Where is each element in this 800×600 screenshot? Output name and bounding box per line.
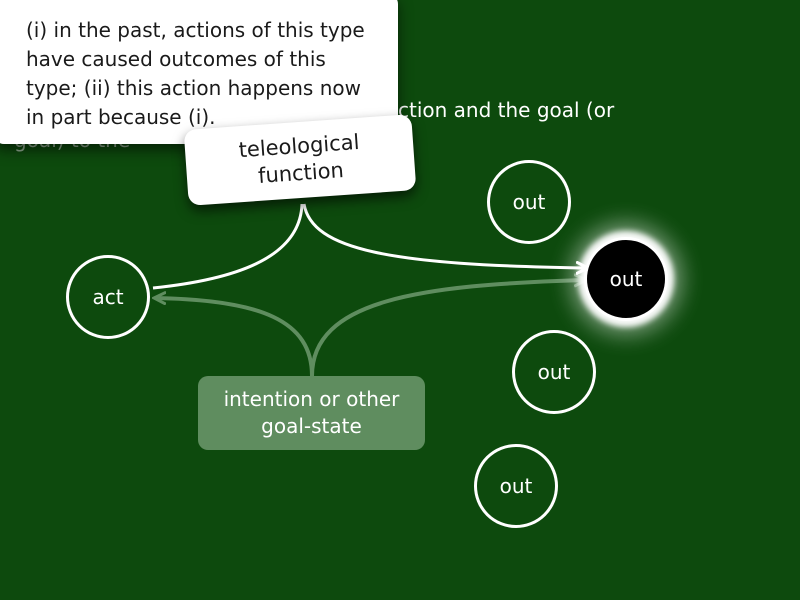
teleological-function-box: teleological function <box>183 114 417 206</box>
outcome-node-1: out <box>487 160 571 244</box>
teleological-function-label: teleological function <box>237 129 361 188</box>
outcome-node-highlighted: out <box>584 237 668 321</box>
outcome-node-3-label: out <box>537 360 571 384</box>
outcome-node-4: out <box>474 444 558 528</box>
outcome-node-3: out <box>512 330 596 414</box>
outcome-node-1-label: out <box>512 190 546 214</box>
background-caption-line-1: ction and the goal (or <box>398 98 615 122</box>
goal-state-label: intention or other goal-state <box>223 387 400 438</box>
goal-to-act-arrow <box>156 298 314 377</box>
act-node: act <box>66 255 150 339</box>
function-to-act-line <box>152 203 304 290</box>
goal-to-out-arrow <box>310 280 584 377</box>
outcome-node-highlighted-label: out <box>609 267 643 291</box>
act-node-label: act <box>92 285 124 309</box>
outcome-node-4-label: out <box>499 474 533 498</box>
explanation-note-text: (i) in the past, actions of this type ha… <box>26 18 365 129</box>
goal-state-box: intention or other goal-state <box>198 376 425 450</box>
function-to-out-arrow <box>302 203 586 268</box>
